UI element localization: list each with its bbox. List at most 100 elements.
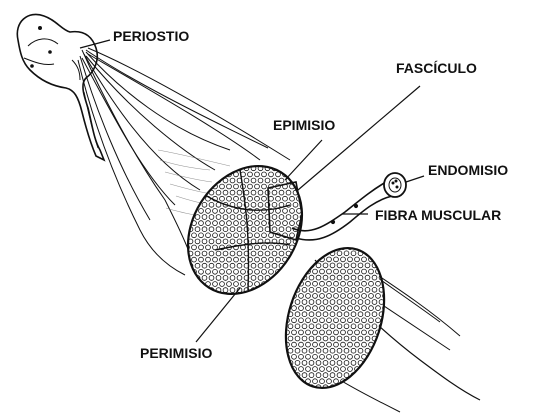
fiber-circle	[286, 263, 291, 268]
fiber-circle	[383, 245, 388, 250]
label-periostio: PERIOSTIO	[113, 28, 189, 44]
label-epimisio: EPIMISIO	[273, 117, 335, 133]
fiber-circle	[281, 312, 286, 317]
fiber-circle	[265, 288, 270, 293]
fiber-circle	[241, 160, 246, 165]
fiber-circle	[348, 379, 353, 384]
fiber-circle	[185, 269, 190, 274]
fiber-circle	[278, 318, 283, 323]
fiber-circle	[178, 306, 183, 311]
fiber-circle	[290, 160, 295, 165]
fiber-circle	[285, 269, 290, 274]
fiber-circle	[281, 348, 286, 353]
fiber-circle	[302, 385, 307, 390]
fiber-circle	[288, 385, 293, 390]
fiber-circle	[390, 379, 395, 384]
fiber-circle	[272, 300, 277, 305]
fiber-circle	[223, 166, 228, 171]
fiber-circle	[181, 276, 186, 281]
fiber-circle	[285, 391, 290, 396]
fiber-circle	[390, 245, 395, 250]
fiber-circle	[206, 184, 211, 189]
fiber-circle	[262, 148, 267, 153]
fiber-circle	[313, 245, 318, 250]
fiber-circle	[220, 172, 225, 177]
fiber-circle	[278, 354, 283, 359]
fiber-circle	[304, 233, 309, 238]
fiber-circle	[227, 306, 232, 311]
fiber-circle	[297, 148, 302, 153]
fiber-circle	[390, 367, 395, 372]
fiber-circle	[341, 233, 346, 238]
fiber-circle	[285, 367, 290, 372]
fiber-circle	[293, 276, 298, 281]
fiber-circle	[288, 397, 293, 402]
fiber-circle	[255, 148, 260, 153]
fiber-circle	[297, 257, 302, 262]
fiber-circle	[185, 160, 190, 165]
fiber-circle	[185, 282, 190, 287]
fiber-circle	[213, 294, 218, 299]
fiber-circle	[386, 287, 391, 292]
fiber-circle	[248, 160, 253, 165]
fiber-circle	[206, 172, 211, 177]
fiber-circle	[192, 294, 197, 299]
fiber-circle	[376, 391, 381, 396]
fiber-circle	[386, 300, 391, 305]
fiber-circle	[376, 342, 381, 347]
fiber-circle	[192, 282, 197, 287]
fiber-circle	[295, 385, 300, 390]
fiber-circle	[283, 160, 288, 165]
fiber-circle	[337, 397, 342, 402]
fiber-circle	[390, 330, 395, 335]
fiber-circle	[234, 306, 239, 311]
fiber-circle	[372, 251, 377, 256]
fiber-circle	[309, 397, 314, 402]
fiber-circle	[292, 257, 297, 262]
fiber-circle	[386, 361, 391, 366]
fiber-circle	[290, 148, 295, 153]
fiber-circle	[213, 306, 218, 311]
fiber-circle	[178, 257, 183, 262]
fiber-circle	[379, 385, 384, 390]
fiber-circle	[344, 397, 349, 402]
fiber-circle	[213, 172, 218, 177]
fiber-circle	[386, 275, 391, 280]
fiber-circle	[302, 251, 307, 256]
fiber-circle	[386, 385, 391, 390]
fiber-circle	[248, 306, 253, 311]
fiber-circle	[255, 160, 260, 165]
fiber-circle	[323, 397, 328, 402]
fiber-circle	[199, 148, 204, 153]
fiber-circle	[237, 154, 242, 159]
fiber-circle	[281, 361, 286, 366]
fiber-circle	[283, 306, 288, 311]
fiber-circle	[304, 257, 309, 262]
fiber-circle	[209, 154, 214, 159]
fiber-circle	[386, 324, 391, 329]
fiber-circle	[181, 227, 186, 232]
fiber-circle	[302, 263, 307, 268]
fiber-circle	[383, 342, 388, 347]
fiber-circle	[337, 239, 342, 244]
fiber-circle	[299, 257, 304, 262]
fiber-circle	[262, 294, 267, 299]
fiber-circle	[386, 336, 391, 341]
fiber-circle	[216, 154, 221, 159]
fiber-circle	[227, 160, 232, 165]
fiber-circle	[386, 263, 391, 268]
fiber-circle	[262, 160, 267, 165]
fiber-circle	[383, 269, 388, 274]
fiber-circle	[390, 342, 395, 347]
fiber-circle	[213, 148, 218, 153]
fiber-circle	[323, 239, 328, 244]
fiber-circle	[369, 379, 374, 384]
fiber-circle	[230, 300, 235, 305]
fiber-circle	[313, 391, 318, 396]
fiber-circle	[278, 330, 283, 335]
fiber-circle	[265, 154, 270, 159]
fiber-circle	[304, 172, 309, 177]
fiber-circle	[223, 154, 228, 159]
fiber-circle	[300, 166, 305, 171]
fiber-circle	[285, 379, 290, 384]
